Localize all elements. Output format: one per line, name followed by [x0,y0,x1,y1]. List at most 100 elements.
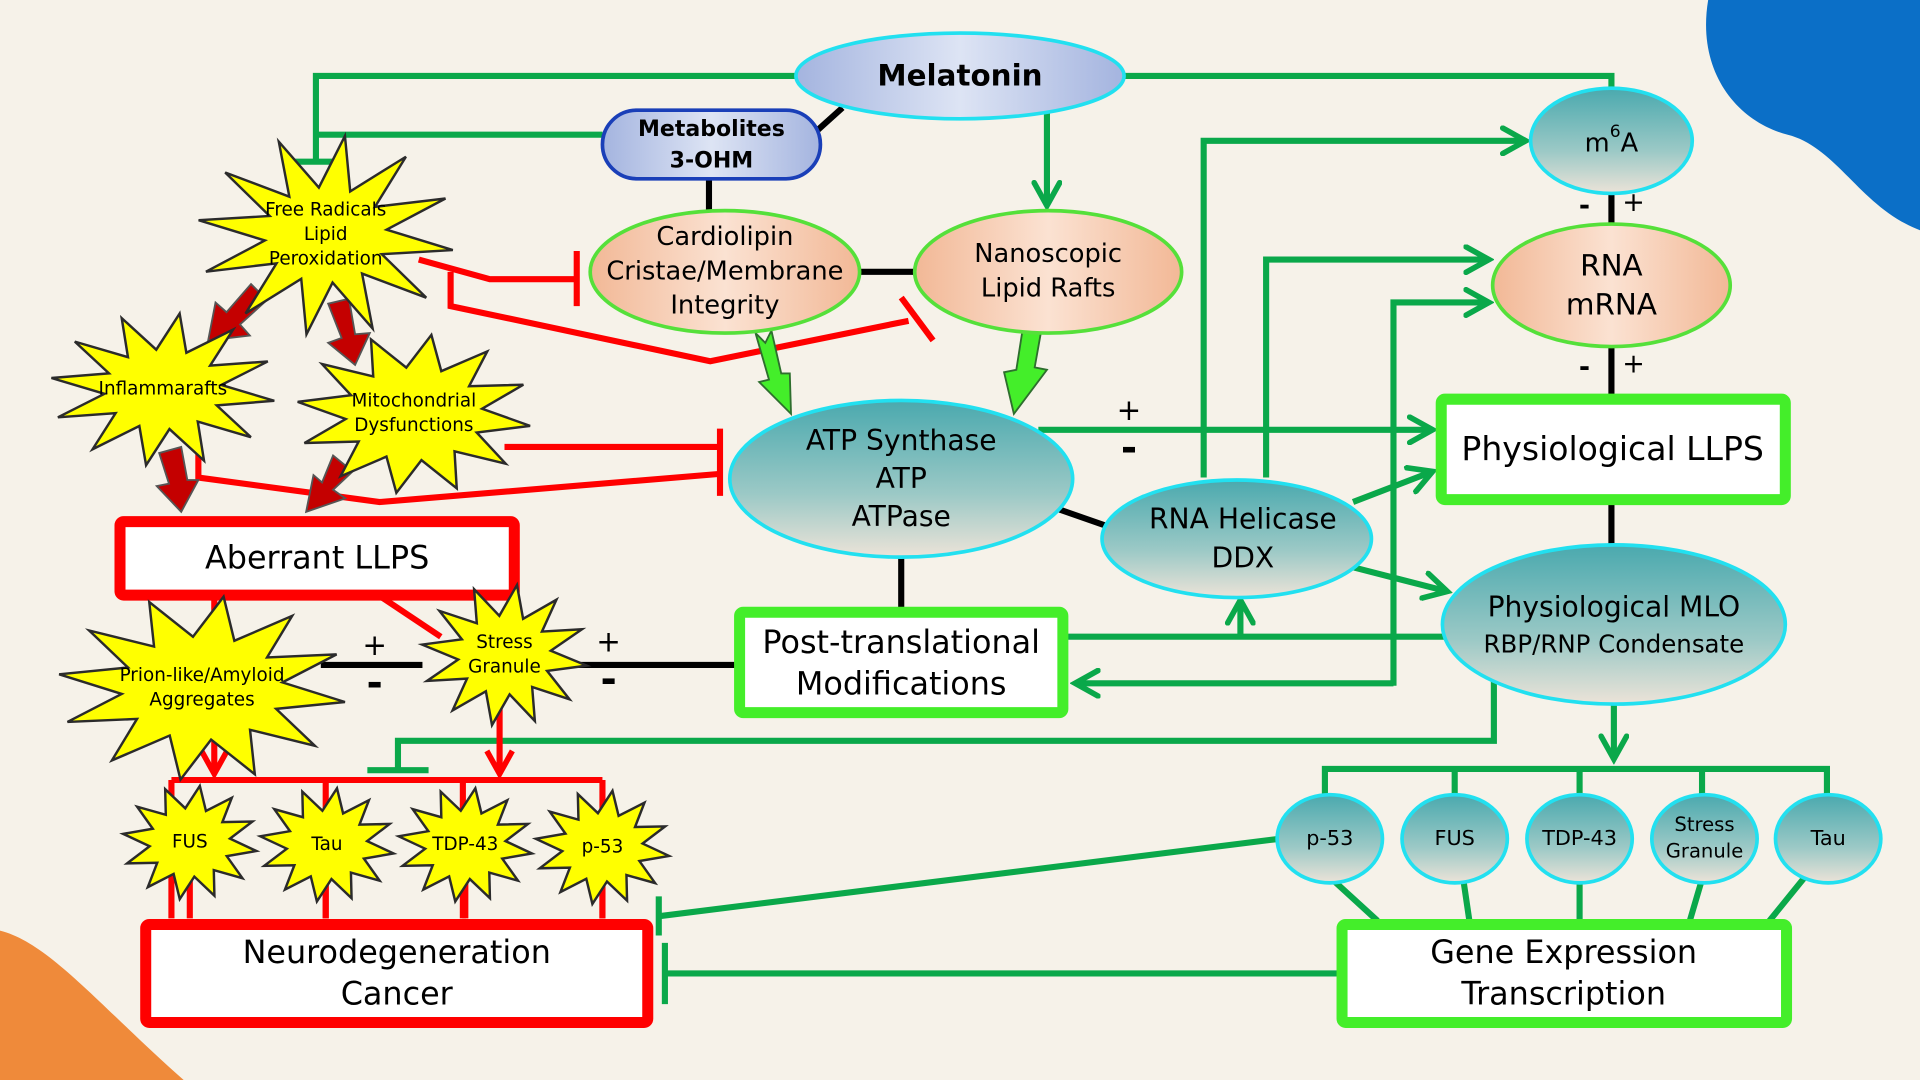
nanoscopic-label: Nanoscopic [974,239,1122,269]
m6a-node[interactable]: m6A [1528,86,1695,196]
plus-sign: + [1622,348,1645,379]
minus-sign: - [1579,190,1590,221]
atp-synthase-label: ATP Synthase [806,424,997,457]
starburst-shape [256,785,398,905]
m6a-label: m6A [1585,122,1639,158]
starburst-shape [51,310,275,469]
inflammarafts-label: Inflammarafts [99,378,228,399]
free-radicals-label: Free Radicals [265,200,386,221]
protein-label: TDP-43 [1541,826,1617,850]
pathology-arrows [154,282,372,514]
starburst-shape [531,787,674,907]
red-arrow-fr-to-mito [326,297,372,367]
tau-star[interactable]: Tau [256,785,398,905]
physiological-protein-node[interactable]: Tau [1773,792,1883,885]
gene-expression-label: Gene Expression [1430,933,1697,971]
red-arrow-inflammarafts-to-aberrant [154,445,200,514]
protein-label: Tau [1810,826,1846,850]
cancer-label: Cancer [341,975,454,1013]
rna-label: RNA [1580,248,1642,282]
cardiolipin-node[interactable]: Cardiolipin Cristae/Membrane Integrity [588,208,862,335]
physiological-protein-node[interactable]: TDP-43 [1525,792,1635,885]
physiological-llps-label: Physiological LLPS [1461,429,1763,468]
starburst-shape [394,785,536,905]
neurodegeneration-label: Neurodegeneration [243,933,551,971]
minus-sign: - [600,658,616,703]
metabolites-3ohm-label: 3-OHM [670,149,754,174]
metabolites-label: Metabolites [638,117,785,142]
ddx-label: DDX [1212,542,1275,575]
inflammarafts-star[interactable]: Inflammarafts [51,310,275,469]
stress-granule-label: Granule [468,656,541,677]
physiological-llps-box[interactable]: Physiological LLPS [1435,393,1791,506]
p53-label: p-53 [582,836,624,857]
physiological-protein-node[interactable]: FUS [1400,792,1510,885]
atp-synthase-node[interactable]: ATP Synthase ATP ATPase [727,398,1075,559]
tdp43-label: TDP-43 [431,834,498,855]
decor-orange-blob [0,930,184,1080]
prion-aggregates-label: Prion-like/Amyloid [120,665,285,686]
rna-helicase-node[interactable]: RNA Helicase DDX [1100,478,1374,600]
gene-expression-box[interactable]: Gene Expression Transcription [1336,918,1793,1028]
rna-node[interactable]: RNA mRNA [1490,222,1733,349]
free-radicals-label: Peroxidation [269,249,383,270]
mitochondrial-support-arrows [754,327,1049,417]
transcription-label: Transcription [1460,975,1666,1013]
mito-dysfunction-label: Dysfunctions [354,415,473,436]
atpase-label: ATPase [852,500,951,533]
fus-star[interactable]: FUS [119,782,261,903]
decor-blue-blob [1706,0,1920,231]
physiological-mlo-node[interactable]: Physiological MLO RBP/RNP Condensate [1440,543,1788,706]
protein-label: p-53 [1306,826,1353,850]
cristae-label: Cristae/Membrane [606,256,843,286]
metabolites-node[interactable]: Metabolites 3-OHM [600,108,823,181]
prion-aggregates-label: Aggregates [149,689,254,710]
physiological-mlo-label: Physiological MLO [1488,591,1741,624]
protein-label: FUS [1434,826,1474,850]
stress-granule-label: Stress [476,632,532,653]
minus-sign: - [1121,426,1137,471]
aberrant-llps-box[interactable]: Aberrant LLPS [114,516,520,601]
protein-ellipse [1525,792,1635,885]
green-arrow-rafts-to-atp [1002,329,1049,417]
atp-label: ATP [876,462,927,495]
protein-ellipse [1275,792,1385,885]
plus-sign: + [596,624,621,658]
starburst-shape [119,782,261,903]
plus-sign: + [1117,393,1142,427]
protein-ellipse [1773,792,1883,885]
physiological-protein-node[interactable]: p-53 [1275,792,1385,885]
starburst-shape [58,593,346,783]
post-translational-modifications-box[interactable]: Post-translational Modifications [734,606,1069,719]
pathology-stars: Free RadicalsLipidPeroxidationInflammara… [51,131,674,907]
free-radicals-label: Lipid [304,224,348,245]
protein-label-line1: Stress [1674,813,1734,836]
aberrant-llps-label: Aberrant LLPS [205,539,429,577]
modifications-label: Modifications [796,665,1007,703]
minus-sign: - [1579,352,1590,383]
lipid-rafts-node[interactable]: Nanoscopic Lipid Rafts [912,208,1184,335]
fus-label: FUS [172,831,208,852]
mrna-label: mRNA [1566,288,1657,322]
rna-helicase-label: RNA Helicase [1149,502,1337,535]
protein-ellipse [1400,792,1510,885]
neurodegeneration-box[interactable]: Neurodegeneration Cancer [140,918,654,1028]
mito-dysfunction-label: Mitochondrial [352,391,477,412]
red-arrow-mito-to-aberrant [304,454,355,514]
starburst-shape [417,581,592,729]
plus-sign: + [1622,187,1645,218]
melatonin-node[interactable]: Melatonin [794,31,1126,121]
starburst-shape [198,131,454,339]
cardiolipin-label: Cardiolipin [656,222,793,252]
tdp43-star[interactable]: TDP-43 [394,785,536,905]
melatonin-label: Melatonin [877,59,1042,93]
p53-star[interactable]: p-53 [531,787,674,907]
starburst-shape [297,332,531,496]
